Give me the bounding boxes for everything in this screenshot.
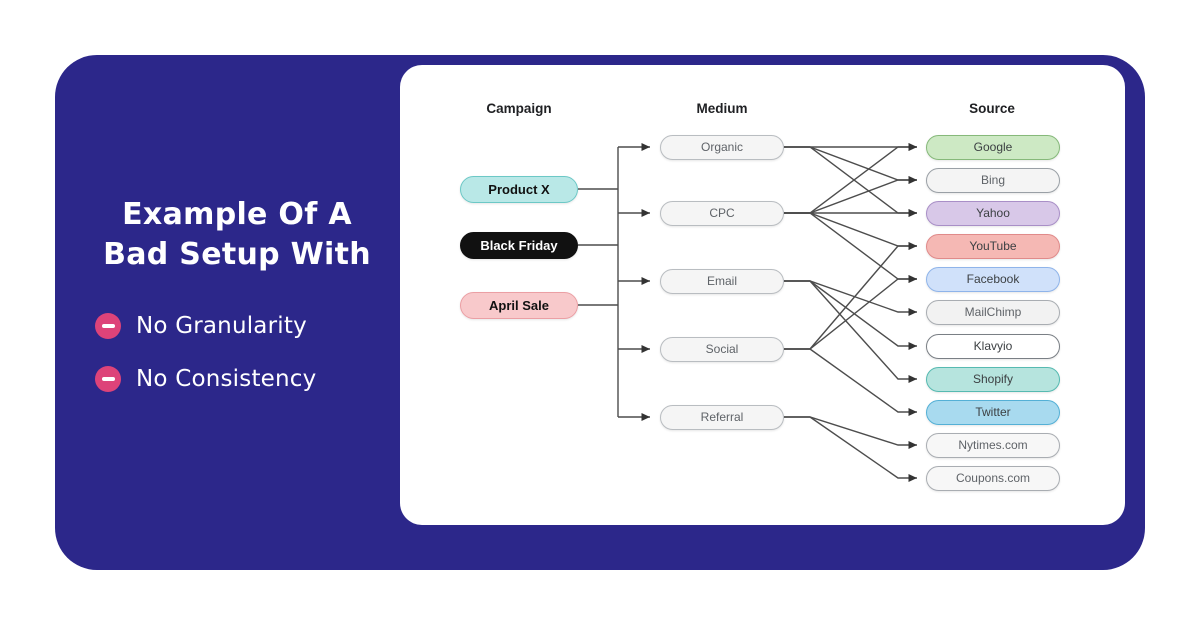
column-header-campaign: Campaign [486, 101, 552, 116]
diagram-card: Campaign Medium Source Product X Black Fr… [400, 65, 1125, 525]
main-panel: Example Of A Bad Setup With No Granulari… [55, 55, 1145, 570]
bullet-label: No Consistency [136, 366, 317, 392]
node-twitter: Twitter [926, 399, 1060, 425]
node-email: Email [660, 268, 784, 294]
heading-line-1: Example Of A [122, 197, 352, 232]
minus-icon [95, 366, 121, 392]
diagram-stage: Campaign Medium Source Product X Black Fr… [400, 65, 1125, 525]
node-product-x: Product X [460, 175, 578, 203]
bullet-no-granularity: No Granularity [95, 313, 316, 339]
node-yahoo: Yahoo [926, 200, 1060, 226]
node-nytimes: Nytimes.com [926, 432, 1060, 458]
minus-icon [95, 313, 121, 339]
node-google: Google [926, 134, 1060, 160]
node-shopify: Shopify [926, 366, 1060, 392]
node-april-sale: April Sale [460, 291, 578, 319]
node-klavyio: Klavyio [926, 333, 1060, 359]
node-black-friday: Black Friday [460, 231, 578, 259]
bullet-no-consistency: No Consistency [95, 366, 316, 392]
page-title: Example Of A Bad Setup With [82, 195, 392, 275]
node-facebook: Facebook [926, 266, 1060, 292]
node-social: Social [660, 336, 784, 362]
heading-line-2: Bad Setup With [103, 237, 371, 272]
node-youtube: YouTube [926, 233, 1060, 259]
node-coupons: Coupons.com [926, 465, 1060, 491]
node-referral: Referral [660, 404, 784, 430]
bullet-list: No Granularity No Consistency [95, 313, 316, 392]
column-header-medium: Medium [696, 101, 748, 116]
connector-lines [578, 143, 917, 482]
column-header-source: Source [969, 101, 1015, 116]
node-mailchimp: MailChimp [926, 299, 1060, 325]
node-cpc: CPC [660, 200, 784, 226]
bullet-label: No Granularity [136, 313, 307, 339]
node-bing: Bing [926, 167, 1060, 193]
node-organic: Organic [660, 134, 784, 160]
